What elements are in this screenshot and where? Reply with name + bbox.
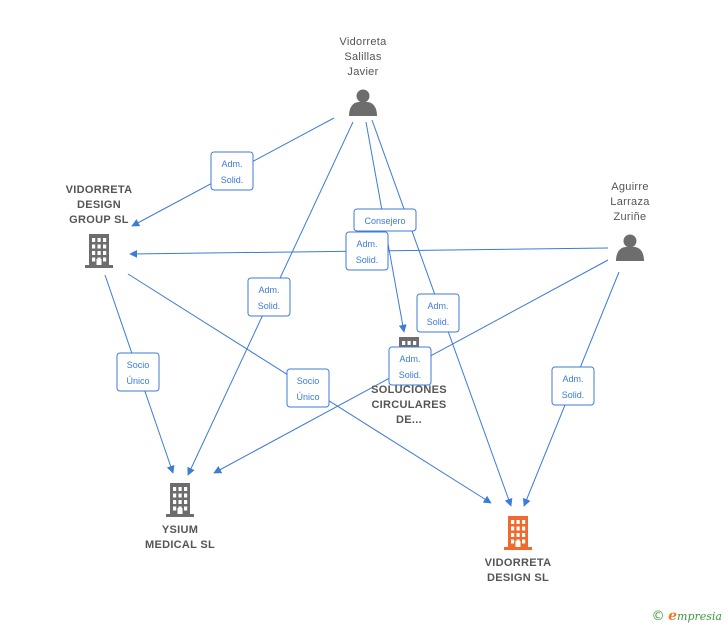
edge-label-box [116,352,160,392]
edge-label-box [210,151,254,191]
edge-label-aguirre-to-ysium[interactable]: Adm. Solid. [388,346,432,386]
edge-label-text: Solid. [356,255,379,265]
person-icon [349,89,377,116]
edge-label-javier-to-soluciones[interactable]: Consejero [353,208,417,232]
edge-label-text: Solid. [258,301,281,311]
edge-label-box [345,231,389,271]
building-icon [504,516,532,550]
edge-label-javier-to-vds[interactable]: Adm. Solid. [416,293,460,333]
edge-label-box [247,277,291,317]
edge-label-text: Solid. [427,317,450,327]
edge-label-box [551,366,595,406]
node-group[interactable]: VIDORRETA DESIGN GROUP SL [66,184,133,268]
edge-label-text: Solid. [562,390,585,400]
edge-label-text: Adm. [221,159,242,169]
edge-label-box [353,208,417,232]
node-label-line: Vidorreta [339,36,387,48]
brand-footer: © empresia [652,608,722,624]
building-icon [85,234,113,268]
edge-label-javier-to-group[interactable]: Adm. Solid. [210,151,254,191]
node-label-line: DE... [396,414,422,426]
node-label-line: YSIUM [162,524,198,536]
building-icon [166,483,194,517]
node-label-line: Javier [347,66,378,78]
nodes-layer: VidorretaSalillasJavierAguirreLarrazaZur… [66,36,650,584]
edges-layer [104,117,620,507]
node-label-line: VIDORRETA [66,184,133,196]
edge-labels-layer: Adm.Solid.Adm.Solid.ConsejeroAdm.Solid.A… [116,151,595,408]
edge-label-text: Adm. [399,354,420,364]
node-label-line: SOLUCIONES [371,384,447,396]
node-label-line: Salillas [344,51,381,63]
node-label-line: DESIGN [77,199,121,211]
edge-label-text: Único [296,392,319,402]
node-ysium[interactable]: YSIUM MEDICAL SL [145,483,215,551]
edge-label-text: Socio [297,376,320,386]
node-label-line: Zuriñe [614,211,647,223]
edge-label-aguirre-to-group[interactable]: Adm. Solid. [345,231,389,271]
brand-logo-e: e [668,608,678,624]
edge-label-text: Adm. [427,301,448,311]
edge-label-javier-to-ysium[interactable]: Adm. Solid. [247,277,291,317]
edge-label-box [388,346,432,386]
node-label-line: VIDORRETA [485,557,552,569]
edge-label-text: Adm. [356,239,377,249]
node-label-line: DESIGN SL [487,572,549,584]
node-label-line: Aguirre [611,181,649,193]
edge-label-text: Solid. [399,370,422,380]
copyright-icon: © [651,609,665,624]
edge-label-text: Único [126,376,149,386]
node-label-line: Larraza [610,196,650,208]
node-vds[interactable]: VIDORRETA DESIGN SL [485,516,552,584]
edge-label-text: Solid. [221,175,244,185]
node-label-line: GROUP SL [69,214,129,226]
node-label-line: MEDICAL SL [145,539,215,551]
edge-label-box [286,368,330,408]
brand-logo-text: mpresia [677,610,722,623]
edge-label-text: Adm. [258,285,279,295]
person-icon [616,234,644,261]
node-label-line: CIRCULARES [371,399,446,411]
edge-label-text: Socio [127,360,150,370]
edge-label-aguirre-to-vds[interactable]: Adm. Solid. [551,366,595,406]
edge-label-text: Consejero [364,216,405,226]
edge-label-box [416,293,460,333]
edge-label-text: Adm. [562,374,583,384]
